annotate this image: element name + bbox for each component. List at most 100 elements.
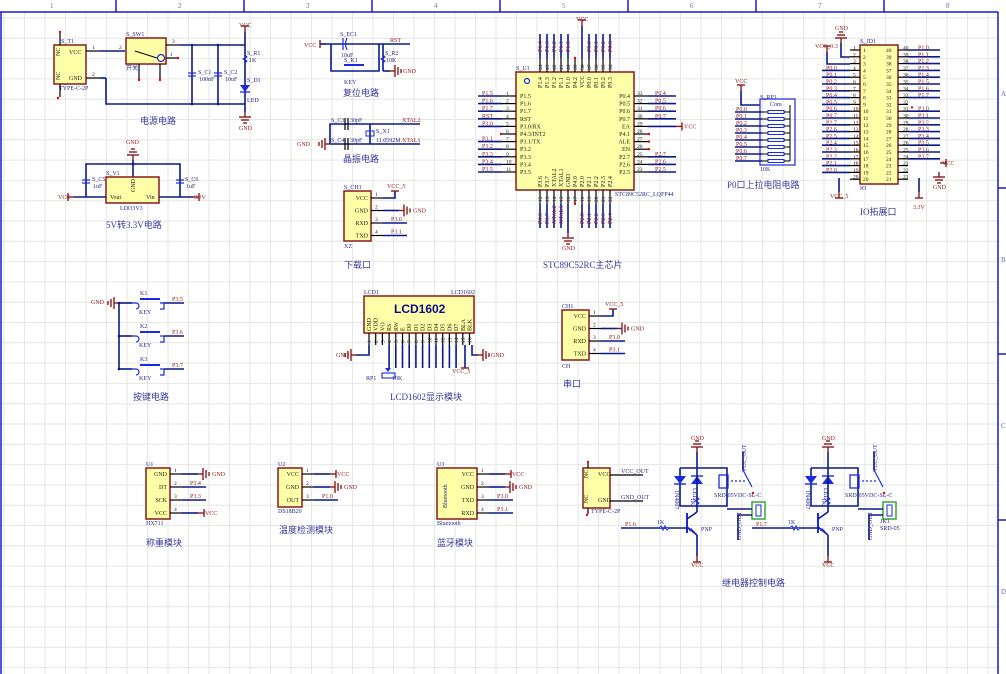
v33-label: 3.3V — [194, 195, 207, 201]
pin-number: 4 — [506, 114, 509, 120]
gnd-out-label: GND_OUT — [737, 511, 743, 540]
net-label: P2.6 — [655, 159, 666, 165]
rp1-pot-designator: RP1 — [366, 376, 376, 382]
pin-number: 3 — [174, 494, 177, 500]
net-label: P3.4 — [482, 159, 493, 165]
temp-module-title: 温度检测模块 — [279, 524, 333, 535]
column-zone-label: 5 — [562, 2, 566, 10]
pin-number: 34 — [886, 89, 892, 95]
pin-number: 35 — [601, 64, 607, 70]
pin-number: 1 — [306, 468, 309, 474]
net-label: P0.7 — [826, 114, 837, 120]
mcu-designator: S_U1 — [516, 66, 530, 72]
pin-number: 16 — [863, 150, 869, 156]
pin-label: TXD — [574, 352, 587, 358]
pin-number: 14 — [454, 337, 460, 343]
row-zone-label: A — [1001, 90, 1006, 98]
ldo-regulator — [105, 176, 160, 204]
svg-text:2: 2 — [119, 45, 122, 51]
pin-number: 4 — [593, 348, 596, 354]
pin-number: 3 — [593, 335, 596, 341]
net-label: P1.0 — [322, 494, 333, 500]
net-label: P0.1 — [826, 73, 837, 79]
net-label: P1.7 — [918, 93, 929, 99]
vcc5-label: VCC_5 — [452, 369, 470, 375]
pin-number: 17 — [863, 157, 869, 163]
x1-value: 11.0592M — [376, 138, 401, 144]
diode-label: 1N4007 — [673, 490, 679, 509]
pin-label: VCC — [598, 472, 610, 478]
lcd-title: LCD1602显示模块 — [390, 391, 462, 402]
net-label: P1.6 — [918, 86, 929, 92]
pin-number: 34 — [903, 86, 909, 92]
switch-designator: S_SW1 — [126, 32, 144, 38]
pin-label: D6 — [447, 324, 453, 331]
c2-designator: S_C2 — [224, 70, 237, 76]
pin-number: 40 — [566, 64, 572, 70]
pin-number: 25 — [903, 148, 909, 154]
bt-body-label: Bluetooth — [443, 484, 449, 508]
pin-label: BLK — [468, 318, 474, 331]
pin-label: P3.6 — [538, 176, 544, 187]
r2-designator: S_R2 — [385, 51, 398, 57]
d1-value: LED — [247, 98, 259, 104]
vcc-label: VCC — [691, 563, 703, 569]
pin-number: 14 — [552, 196, 558, 202]
pin-label: P1.4 — [538, 77, 544, 88]
relay-title: 继电器控制电路 — [722, 577, 785, 588]
pin-label: ALE — [618, 140, 630, 146]
connector-type: TYPE-C-2P — [591, 509, 621, 515]
pin-number: 35 — [903, 80, 909, 86]
svg-text:1: 1 — [92, 45, 95, 51]
pin-number: 22 — [886, 170, 892, 176]
u1-designator: U1 — [146, 462, 153, 468]
pin-number: 31 — [903, 107, 909, 113]
vcc-label: VCC — [58, 195, 70, 201]
pin-number: 20 — [853, 175, 859, 181]
pin-number: 43 — [545, 64, 551, 70]
pin-number: 30 — [903, 114, 909, 120]
pin-number: 13 — [853, 127, 859, 133]
pin-label: P3.4 — [520, 162, 531, 168]
pin-number: 3 — [380, 340, 386, 343]
pin-label: Vout — [110, 195, 122, 201]
c6-designator: S_C6 — [185, 177, 198, 183]
pin-number: 32 — [903, 100, 909, 106]
net-label: P0.6 — [736, 149, 747, 155]
bluetooth-module: U3 Bluetooth Bluetooth VCC1VCCGND2GNDTXD… — [436, 462, 533, 548]
gnd-label: GND — [822, 436, 836, 442]
pullup-circuit: VCC S_RP1 Com P0.0P0.1P0.2P0.3P0.4P0.5P0… — [727, 79, 800, 190]
led-label: LED — [822, 488, 828, 500]
lcd-part: LCD1602 — [451, 290, 475, 296]
net-label: P3.6 — [918, 148, 929, 154]
regulator-designator: S_V1 — [106, 171, 120, 177]
pin-label: GND — [154, 472, 168, 478]
pin-number: 25 — [637, 152, 643, 158]
net-label: P2.3 — [601, 213, 607, 224]
vcc-label: VCC — [239, 23, 251, 29]
key-type: KEY — [139, 343, 152, 349]
pin-number: 6 — [506, 129, 509, 135]
pin-number: 15 — [559, 196, 565, 202]
c2-value: 10uF — [225, 77, 238, 83]
pin-number: 12 — [863, 123, 869, 129]
net-label: P2.1 — [826, 161, 837, 167]
pin-number: 40 — [903, 46, 909, 52]
pin-label: Vin — [146, 195, 155, 201]
ec1-designator: S_EC1 — [340, 32, 357, 38]
net-label: P3.7 — [545, 213, 551, 224]
pin-number: 9 — [853, 100, 856, 106]
k1-designator: S_K1 — [344, 58, 358, 64]
vcc-label: VCC — [576, 17, 588, 23]
pin-number: 33 — [886, 96, 892, 102]
jd1-designator: S_JD1 — [860, 39, 876, 45]
jk1-designator: JK1 — [880, 519, 890, 525]
pin-number: 12 — [441, 337, 447, 343]
pullup-title: P0口上拉电阻电路 — [727, 179, 800, 190]
pin-number: 7 — [407, 340, 413, 343]
net-label: P0.2 — [736, 121, 747, 127]
